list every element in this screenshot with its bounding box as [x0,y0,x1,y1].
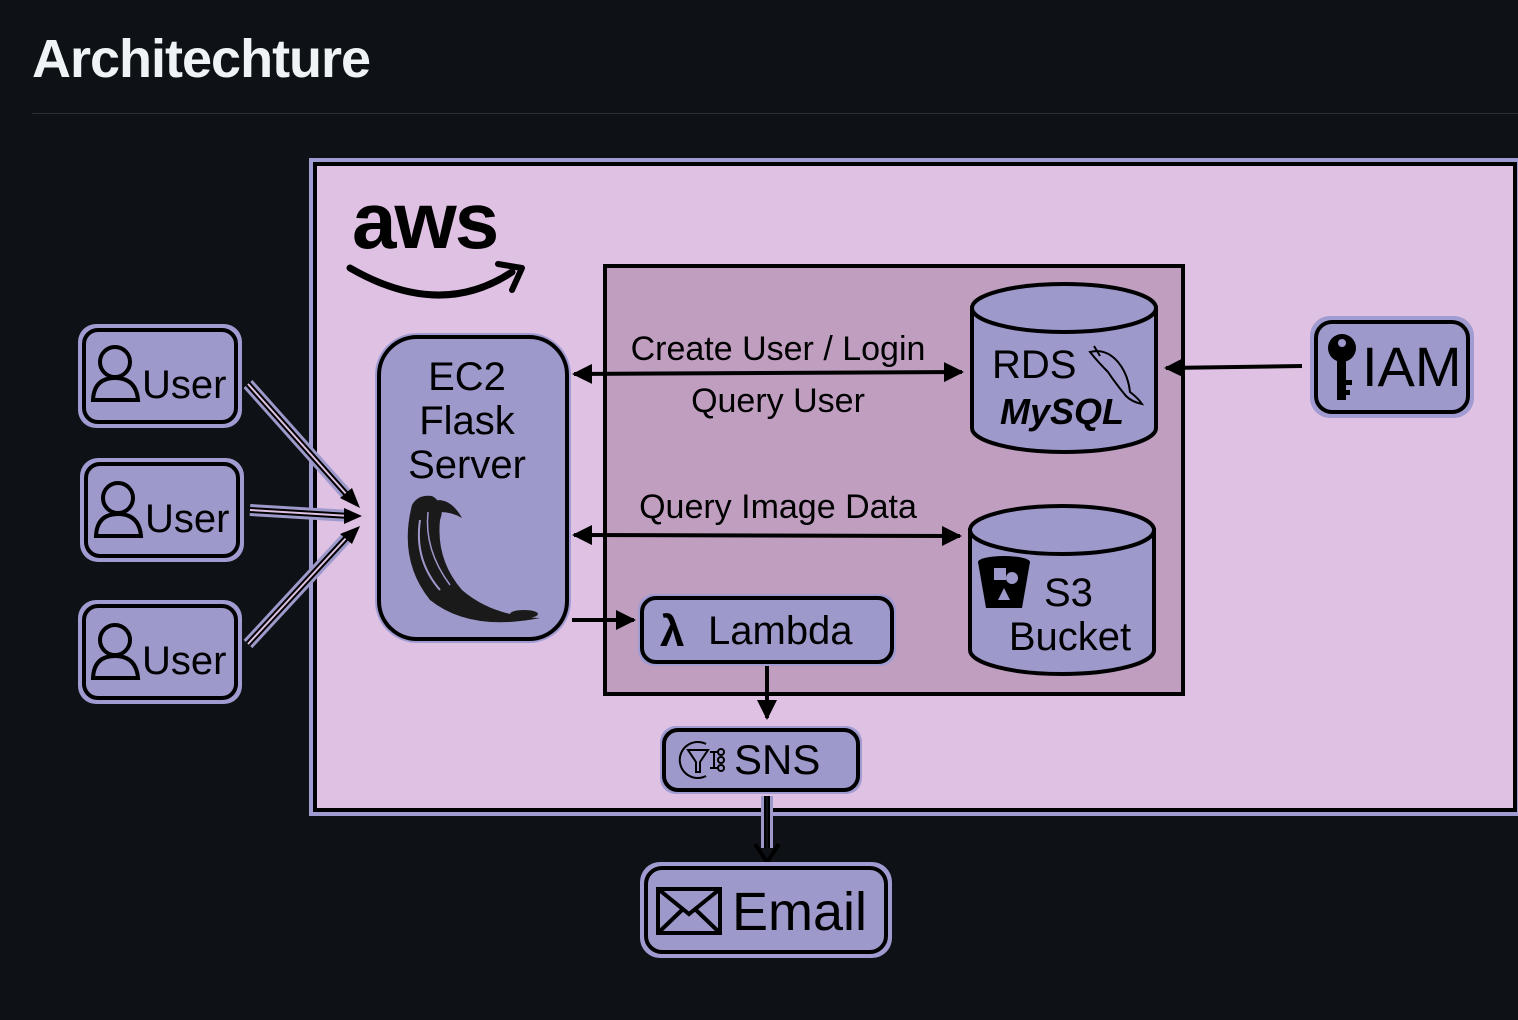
ec2-rds-arrow [572,362,964,384]
iam-to-rds-arrow [1164,357,1303,378]
user-node[interactable]: User [78,324,242,428]
mysql-dolphin-icon [1088,345,1145,406]
user-arrowheads [340,488,362,544]
lambda-icon: λ [660,607,684,656]
sns-label: SNS [734,736,820,783]
lambda-node[interactable]: λ Lambda [638,594,896,666]
ec2-s3-arrow [572,525,962,546]
rds-label: RDS [992,343,1076,387]
user-icon [93,481,144,538]
user-icon [90,623,141,680]
page-heading: Architechture [32,29,371,89]
flask-label: Flask [419,399,516,443]
s3-bucket-icon [978,556,1030,608]
user-node[interactable]: User [78,600,242,704]
user-label: User [142,639,226,683]
flask-horn-icon [407,495,540,623]
email-node[interactable]: Email [640,862,892,958]
user-label: User [145,497,229,541]
key-icon [1328,334,1356,400]
rds-mysql-node[interactable]: RDS MySQL [970,282,1158,454]
heading-divider [32,113,1518,114]
sns-node[interactable]: SNS [660,726,862,794]
query-image-label: Query Image Data [639,488,917,526]
email-label: Email [732,882,867,942]
user-icon [90,345,141,402]
user-label: User [142,363,226,407]
ec2-flask-server-node[interactable]: EC2 Flask Server [375,333,571,643]
aws-logo-text: aws [352,176,497,265]
envelope-icon [656,887,722,935]
s3-bucket-node[interactable]: S3 Bucket [968,504,1156,676]
iam-label: IAM [1362,335,1462,398]
iam-node[interactable]: IAM [1310,316,1474,418]
lambda-label: Lambda [708,609,853,653]
bucket-label: Bucket [1009,615,1131,659]
user-node[interactable]: User [80,458,244,562]
aws-logo: aws [346,176,525,299]
create-login-label: Create User / Login [631,330,926,368]
s3-label: S3 [1044,571,1093,615]
mysql-label: MySQL [1000,391,1124,432]
query-user-label: Query User [691,382,865,420]
user-to-ec2-arrows [243,380,353,649]
sns-filter-icon [678,741,725,779]
server-label: Server [408,443,526,487]
ec2-label: EC2 [428,355,506,399]
